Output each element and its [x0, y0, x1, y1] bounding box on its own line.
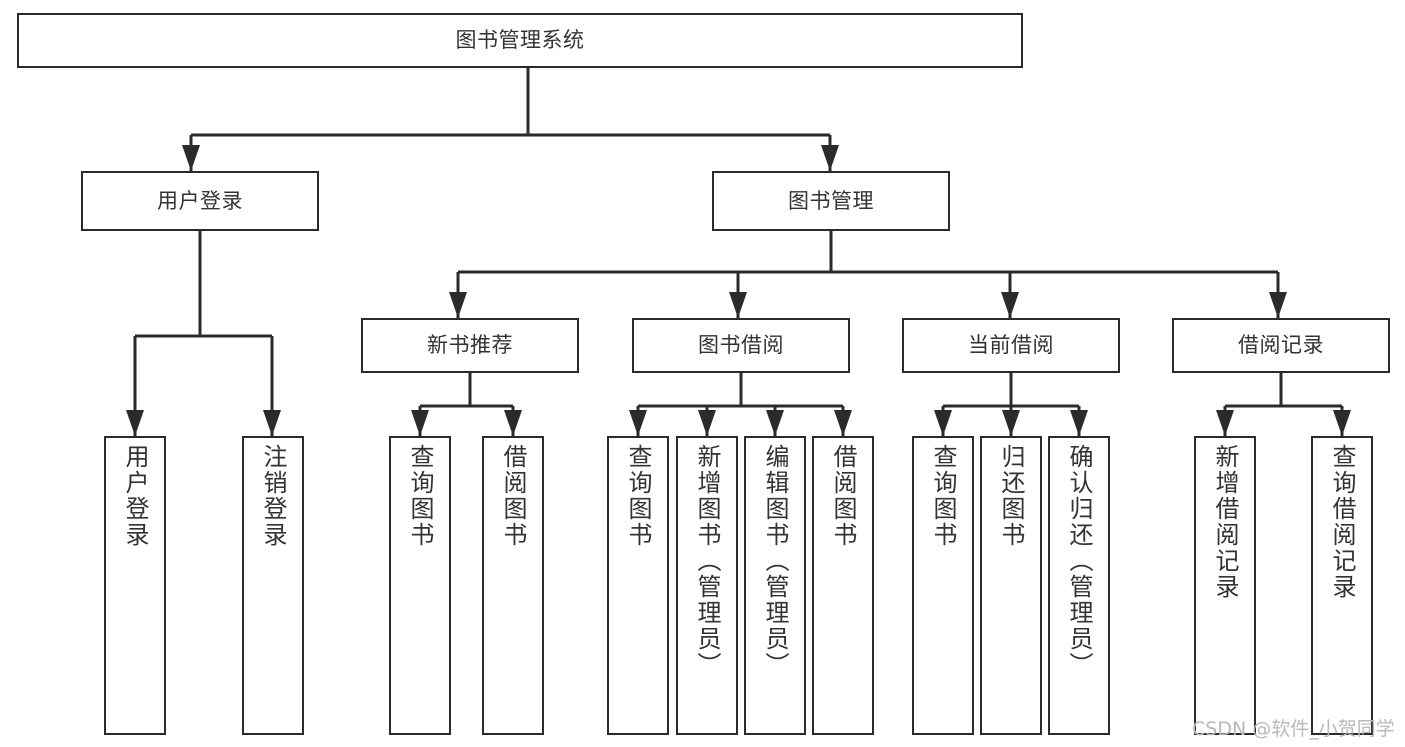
arrow-icon-book-borrow-to-leaves-1 — [698, 410, 716, 436]
node-label-leaf-confirm-return: 确认归还（管理员） — [1065, 444, 1093, 678]
arrow-icon-current-borrow-to-leaves-1 — [1002, 410, 1020, 436]
arrow-icon-borrow-record-to-leaves-0 — [1216, 410, 1234, 436]
node-leaf-query-book-3[interactable]: 查询图书 — [912, 436, 974, 735]
node-label-leaf-add-record: 新增借阅记录 — [1211, 444, 1239, 600]
node-book-borrow[interactable]: 图书借阅 — [632, 318, 850, 373]
node-label-leaf-return-book: 归还图书 — [997, 444, 1025, 548]
node-leaf-user-login[interactable]: 用户登录 — [104, 436, 166, 735]
node-root[interactable]: 图书管理系统 — [17, 13, 1023, 68]
arrow-icon-borrow-record-to-leaves-1 — [1333, 410, 1351, 436]
node-new-book-rec[interactable]: 新书推荐 — [361, 318, 579, 373]
arrow-icon-root-to-level2-1 — [821, 145, 839, 171]
node-label-leaf-query-book-2: 查询图书 — [624, 444, 652, 548]
node-label-leaf-borrow-book-1: 借阅图书 — [499, 444, 527, 548]
node-borrow-record[interactable]: 借阅记录 — [1172, 318, 1390, 373]
arrow-icon-new-book-rec-to-leaves-0 — [411, 410, 429, 436]
node-label-leaf-edit-book: 编辑图书（管理员） — [761, 444, 789, 678]
node-book-manage[interactable]: 图书管理 — [712, 171, 950, 231]
node-leaf-edit-book[interactable]: 编辑图书（管理员） — [744, 436, 806, 735]
arrow-icon-book-borrow-to-leaves-3 — [834, 410, 852, 436]
arrow-icon-current-borrow-to-leaves-2 — [1070, 410, 1088, 436]
node-label-current-borrow: 当前借阅 — [968, 333, 1054, 358]
node-label-leaf-query-book-1: 查询图书 — [406, 444, 434, 548]
node-label-leaf-query-record: 查询借阅记录 — [1328, 444, 1356, 600]
node-leaf-borrow-book-2[interactable]: 借阅图书 — [812, 436, 874, 735]
arrow-icon-new-book-rec-to-leaves-1 — [504, 410, 522, 436]
arrow-icon-book-borrow-to-leaves-2 — [766, 410, 784, 436]
arrow-icon-current-borrow-to-leaves-0 — [934, 410, 952, 436]
node-label-leaf-query-book-3: 查询图书 — [929, 444, 957, 548]
node-leaf-logout[interactable]: 注销登录 — [242, 436, 304, 735]
node-label-root: 图书管理系统 — [455, 28, 585, 53]
arrow-icon-book-manage-to-level3-1 — [729, 292, 747, 318]
node-current-borrow[interactable]: 当前借阅 — [902, 318, 1120, 373]
arrow-icon-user-login-to-leaves-1 — [263, 410, 281, 436]
arrow-icon-book-borrow-to-leaves-0 — [629, 410, 647, 436]
node-leaf-return-book[interactable]: 归还图书 — [980, 436, 1042, 735]
node-label-leaf-borrow-book-2: 借阅图书 — [829, 444, 857, 548]
node-label-leaf-add-book: 新增图书（管理员） — [693, 444, 721, 678]
node-leaf-query-book-2[interactable]: 查询图书 — [607, 436, 669, 735]
node-user-login[interactable]: 用户登录 — [81, 171, 319, 231]
node-leaf-confirm-return[interactable]: 确认归还（管理员） — [1048, 436, 1110, 735]
arrow-icon-book-manage-to-level3-2 — [1001, 292, 1019, 318]
node-label-user-login: 用户登录 — [157, 188, 243, 213]
arrow-icon-book-manage-to-level3-0 — [449, 292, 467, 318]
arrow-icon-book-manage-to-level3-3 — [1269, 292, 1287, 318]
node-label-leaf-user-login: 用户登录 — [121, 444, 149, 548]
node-label-new-book-rec: 新书推荐 — [427, 333, 513, 358]
node-leaf-query-record[interactable]: 查询借阅记录 — [1311, 436, 1373, 735]
node-leaf-query-book-1[interactable]: 查询图书 — [389, 436, 451, 735]
node-leaf-borrow-book-1[interactable]: 借阅图书 — [482, 436, 544, 735]
node-leaf-add-record[interactable]: 新增借阅记录 — [1194, 436, 1256, 735]
node-label-book-manage: 图书管理 — [788, 188, 874, 213]
node-label-leaf-logout: 注销登录 — [259, 444, 287, 548]
node-label-borrow-record: 借阅记录 — [1238, 333, 1324, 358]
node-leaf-add-book[interactable]: 新增图书（管理员） — [676, 436, 738, 735]
node-label-book-borrow: 图书借阅 — [698, 333, 784, 358]
arrow-icon-user-login-to-leaves-0 — [126, 410, 144, 436]
arrow-icon-root-to-level2-0 — [182, 145, 200, 171]
